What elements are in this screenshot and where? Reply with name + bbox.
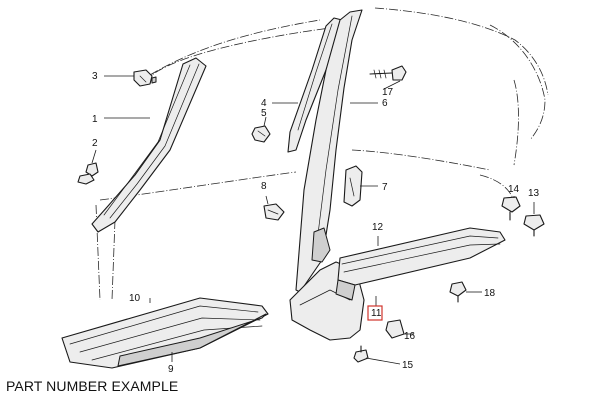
callout-18: 18 <box>484 288 496 299</box>
part-17-screw <box>369 65 407 81</box>
callout-10: 10 <box>129 293 141 304</box>
part-14-fastener <box>501 196 521 221</box>
part-18-screw <box>449 281 467 303</box>
part-12-sill-strip <box>335 227 506 301</box>
callout-17: 17 <box>382 87 394 98</box>
part-5-clip <box>251 125 271 143</box>
part-4-b-pillar-upper <box>287 17 343 153</box>
callout-3: 3 <box>92 71 98 82</box>
callout-11-highlight-box <box>367 305 383 321</box>
part-8-clip <box>263 203 285 221</box>
callout-15: 15 <box>402 360 414 371</box>
callout-4: 4 <box>261 98 267 109</box>
callout-labels: 3 1 2 4 5 6 17 7 8 12 11 14 13 18 16 15 … <box>92 71 540 375</box>
part-2-clip <box>77 162 99 185</box>
callout-7: 7 <box>382 182 388 193</box>
callout-16: 16 <box>404 331 416 342</box>
callout-1: 1 <box>92 114 98 125</box>
part-3-clip <box>133 69 157 87</box>
part-16-clip <box>385 319 405 339</box>
callout-9: 9 <box>168 364 174 375</box>
part-10-rear-sill <box>61 297 269 369</box>
callout-12: 12 <box>372 222 384 233</box>
callout-11: 11 <box>371 308 382 319</box>
callout-6: 6 <box>382 98 388 109</box>
callout-13: 13 <box>528 188 540 199</box>
callout-5: 5 <box>261 108 267 119</box>
part-1-a-pillar-trim <box>91 57 207 233</box>
callout-2: 2 <box>92 138 98 149</box>
caption-part-number-example: PART NUMBER EXAMPLE <box>6 378 179 394</box>
part-7-bracket <box>343 165 363 207</box>
leader-lines <box>91 75 535 365</box>
part-15-stud <box>353 345 369 363</box>
part-13-fastener <box>523 214 545 237</box>
callout-8: 8 <box>261 181 267 192</box>
callout-14: 14 <box>508 184 520 195</box>
